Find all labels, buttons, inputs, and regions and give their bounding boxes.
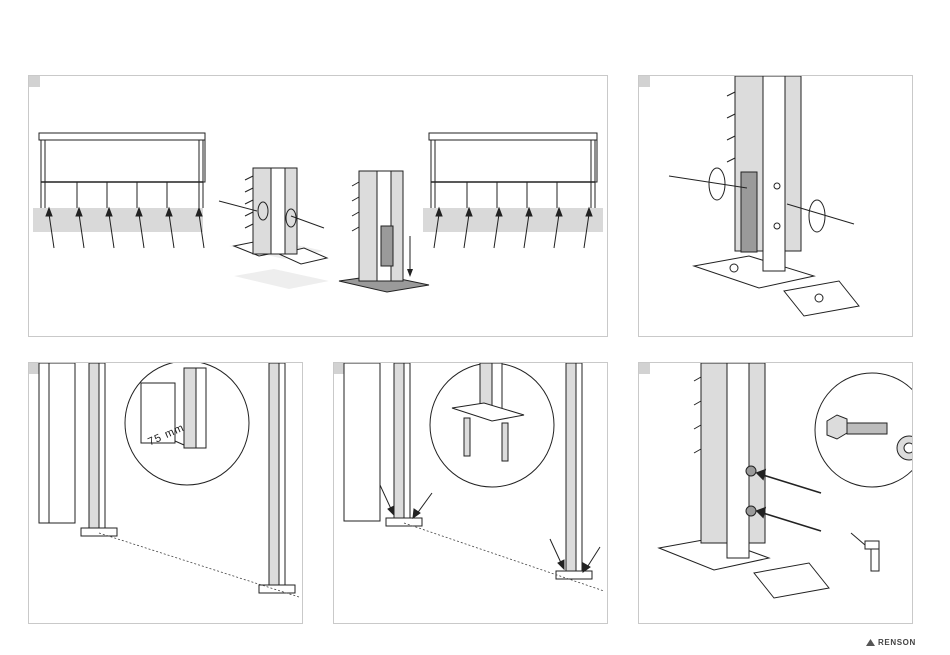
post-right	[269, 363, 279, 588]
pointer-arrows	[757, 470, 821, 531]
post-left	[394, 363, 404, 523]
screen-panel	[41, 140, 205, 182]
ground-band	[423, 208, 603, 232]
step-4-base-plate-panel	[333, 362, 608, 624]
step-1-illustration	[29, 76, 607, 336]
step-5-bolt-panel	[638, 362, 913, 624]
step-3-spacing-panel: 75 mm	[28, 362, 303, 624]
top-rail	[429, 133, 597, 140]
brand-name: RENSON	[878, 638, 916, 647]
renson-logo-mark-icon	[866, 639, 875, 646]
bracket-detail	[339, 171, 429, 292]
ground-band	[33, 208, 203, 232]
base-plate-right	[556, 571, 592, 579]
renson-logo: RENSON	[866, 638, 916, 647]
post-rotate-detail	[219, 168, 329, 289]
post-profile	[701, 363, 727, 543]
step-3-illustration	[29, 363, 302, 623]
bolt-head	[746, 506, 756, 516]
post-left	[89, 363, 99, 533]
base-plate-right	[754, 563, 829, 598]
base-plate-right	[784, 281, 859, 316]
step-2-illustration	[639, 76, 912, 336]
screen-panel	[431, 140, 597, 182]
wrench-tool	[851, 533, 879, 571]
base-plate-left	[386, 518, 422, 526]
base-plate-left	[81, 528, 117, 536]
step-2-rotate-fix-panel	[638, 75, 913, 337]
step-4-illustration	[334, 363, 607, 623]
step-5-illustration	[639, 363, 912, 623]
post-right	[566, 363, 576, 573]
rotate-arrow	[809, 200, 825, 232]
lamella-lines	[77, 182, 167, 208]
top-rail	[39, 133, 205, 140]
base-plate-left	[694, 256, 814, 288]
wall-post	[39, 363, 75, 523]
insert-profile	[741, 172, 757, 252]
wall-post	[344, 363, 380, 521]
step-1-wall-mount-panel	[28, 75, 608, 337]
bolt-head	[746, 466, 756, 476]
